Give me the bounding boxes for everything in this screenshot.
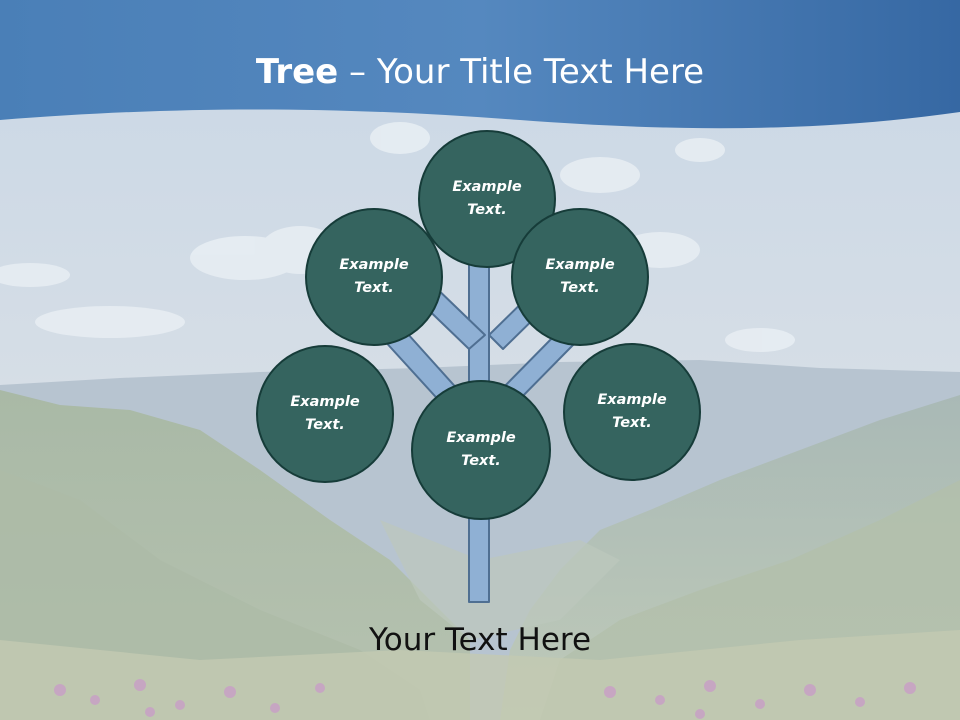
title-rest: – Your Title Text Here [338, 52, 705, 92]
page-title: Tree – Your Title Text Here [0, 52, 960, 92]
slide-caption: Your Text Here [368, 622, 592, 658]
title-bold: Tree [255, 52, 339, 92]
tree-node-upper-left[interactable]: Example Text. [305, 208, 443, 346]
tree-node-lower-left[interactable]: Example Text. [256, 345, 394, 483]
tree-node-upper-right[interactable]: Example Text. [511, 208, 649, 346]
tree-node-lower-right[interactable]: Example Text. [563, 343, 701, 481]
tree-node-center[interactable]: Example Text. [411, 380, 551, 520]
